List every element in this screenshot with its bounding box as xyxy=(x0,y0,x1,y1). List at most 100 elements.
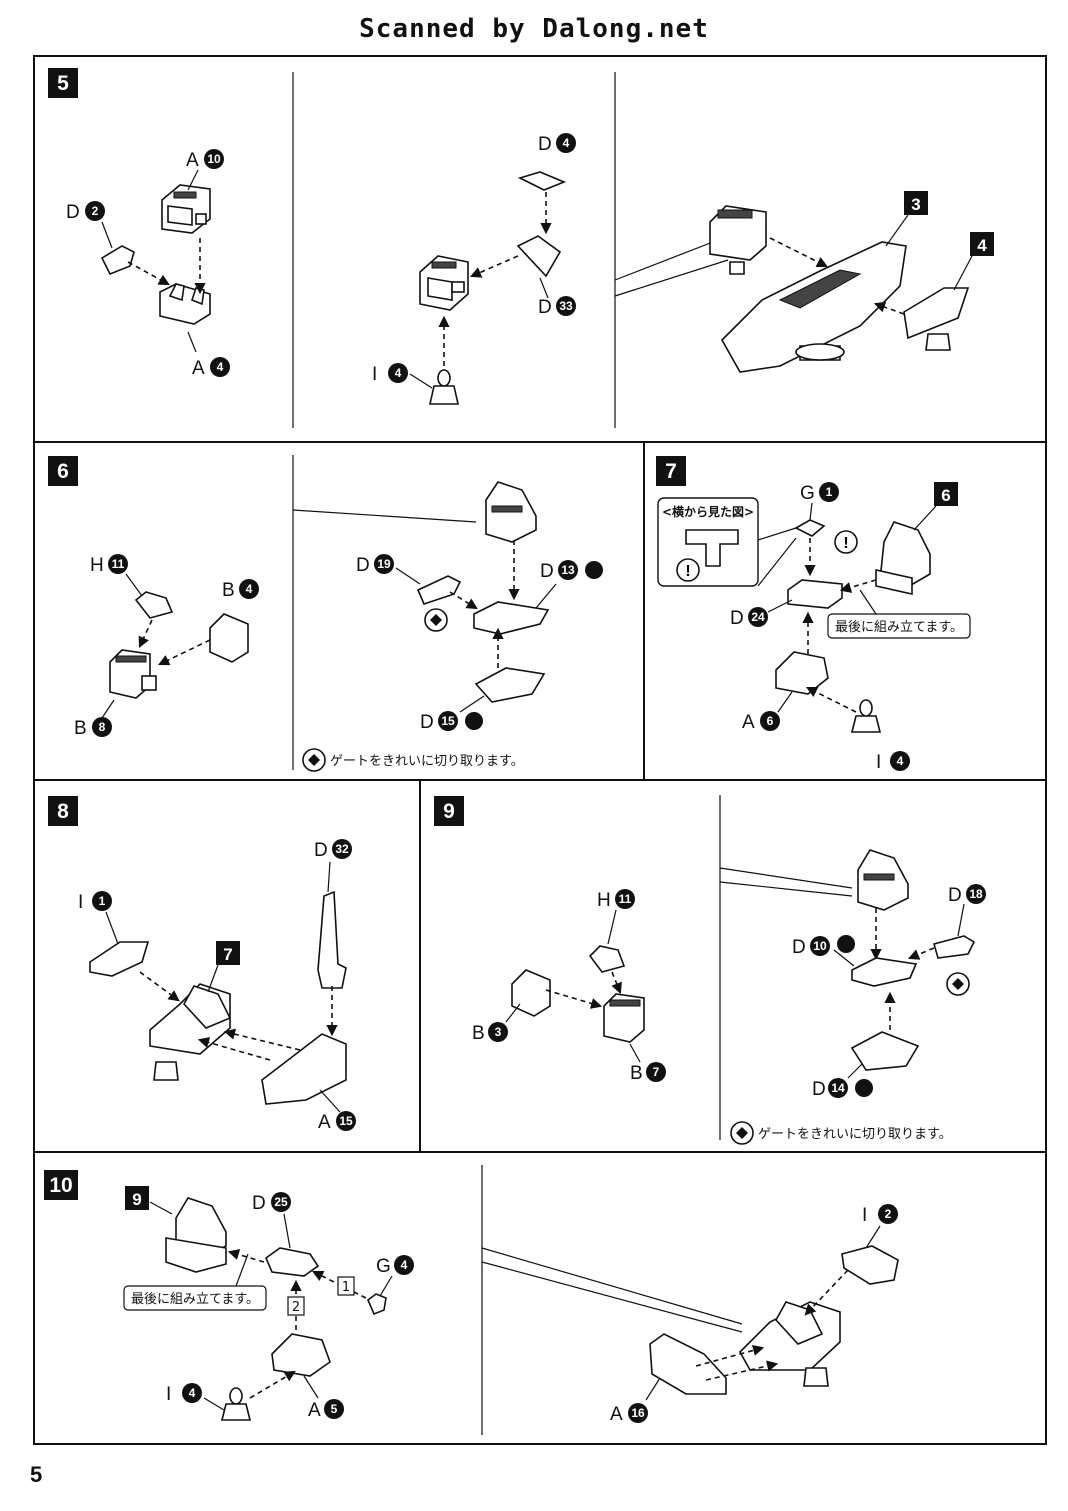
svg-text:I: I xyxy=(372,364,377,385)
svg-text:4: 4 xyxy=(189,1386,196,1400)
svg-text:13: 13 xyxy=(561,563,575,577)
part-a4-illustration xyxy=(159,283,211,325)
part-d19-illustration xyxy=(416,575,462,605)
scan-credit-header: Scanned by Dalong.net xyxy=(359,14,709,44)
part-h11-illustration xyxy=(588,945,626,973)
gate-mark-icon xyxy=(855,1079,873,1097)
svg-text:9: 9 xyxy=(132,1190,141,1209)
svg-text:2: 2 xyxy=(292,1300,300,1315)
svg-text:A: A xyxy=(186,150,199,171)
part-d25-illustration xyxy=(265,1247,320,1277)
part-d33-illustration xyxy=(516,235,562,278)
part-b3-illustration xyxy=(511,969,551,1017)
svg-text:14: 14 xyxy=(831,1081,845,1095)
svg-text:15: 15 xyxy=(339,1114,353,1128)
svg-text:4: 4 xyxy=(977,236,987,255)
ref-7-badge xyxy=(216,941,240,965)
svg-text:15: 15 xyxy=(441,714,455,728)
svg-text:6: 6 xyxy=(767,714,774,728)
svg-text:D: D xyxy=(314,840,328,861)
part-i4-peg-illustration xyxy=(429,369,459,405)
svg-text:7: 7 xyxy=(653,1065,660,1079)
part-i4-peg-illustration xyxy=(850,699,882,733)
svg-text:H: H xyxy=(90,555,104,576)
svg-text:24: 24 xyxy=(751,610,765,624)
part-a15-illustration xyxy=(261,1033,347,1105)
svg-text:A: A xyxy=(192,358,205,379)
order-2-box xyxy=(287,1296,305,1316)
part-b8-illustration xyxy=(109,649,157,699)
svg-text:5: 5 xyxy=(331,1402,338,1416)
svg-text:4: 4 xyxy=(401,1258,408,1272)
svg-text:16: 16 xyxy=(631,1406,645,1420)
part-d2-illustration xyxy=(100,245,135,276)
gate-cut-note: ゲートをきれいに切り取ります。 xyxy=(330,754,524,769)
svg-text:D: D xyxy=(540,561,554,582)
part-9-assembly-illustration xyxy=(165,1197,227,1273)
svg-text:B: B xyxy=(74,718,87,739)
part-d14-illustration xyxy=(850,1031,920,1071)
svg-text:7: 7 xyxy=(223,945,232,964)
part-i2-illustration xyxy=(841,1245,899,1285)
part-hull-illustration xyxy=(709,205,907,373)
svg-text:10: 10 xyxy=(813,939,827,953)
svg-text:I: I xyxy=(78,892,83,913)
svg-text:10: 10 xyxy=(207,152,221,166)
part-d18-illustration xyxy=(933,935,976,959)
part-d32-illustration xyxy=(317,890,347,989)
svg-text:4: 4 xyxy=(246,582,253,596)
step-5-badge xyxy=(48,68,78,98)
step-7-number: 7 xyxy=(665,460,677,483)
svg-text:D: D xyxy=(948,885,962,906)
part-d24-illustration xyxy=(787,579,843,609)
part-g1-illustration xyxy=(794,519,826,537)
ref-4-badge xyxy=(970,232,994,256)
svg-text:4: 4 xyxy=(395,366,402,380)
svg-text:1: 1 xyxy=(99,894,106,908)
part-6-illustration xyxy=(875,521,931,595)
caution-icon xyxy=(834,530,858,554)
page-number: 5 xyxy=(30,1462,43,1487)
part-b4-illustration xyxy=(209,613,249,663)
svg-text:4: 4 xyxy=(897,754,904,768)
svg-text:4: 4 xyxy=(563,136,570,150)
part-h11-illustration xyxy=(134,591,174,619)
svg-text:8: 8 xyxy=(99,720,106,734)
svg-text:B: B xyxy=(222,580,235,601)
svg-text:I: I xyxy=(862,1205,867,1226)
part-d15-illustration xyxy=(474,667,546,703)
svg-text:3: 3 xyxy=(495,1025,502,1039)
svg-text:D: D xyxy=(792,937,806,958)
part-i1-illustration xyxy=(89,941,150,977)
svg-text:A: A xyxy=(742,712,755,733)
part-i4-peg-illustration xyxy=(220,1387,252,1421)
svg-text:A: A xyxy=(610,1404,623,1425)
step-9-number: 9 xyxy=(443,800,455,823)
assemble-last-callout xyxy=(123,1285,267,1311)
svg-text:D: D xyxy=(356,555,370,576)
svg-text:33: 33 xyxy=(559,299,573,313)
part-d13-illustration xyxy=(473,601,550,635)
step-8-number: 8 xyxy=(57,800,69,823)
gate-mark-icon xyxy=(585,561,603,579)
part-g4-illustration xyxy=(367,1293,387,1316)
svg-text:D: D xyxy=(812,1079,826,1100)
ref-6-badge xyxy=(934,482,958,506)
